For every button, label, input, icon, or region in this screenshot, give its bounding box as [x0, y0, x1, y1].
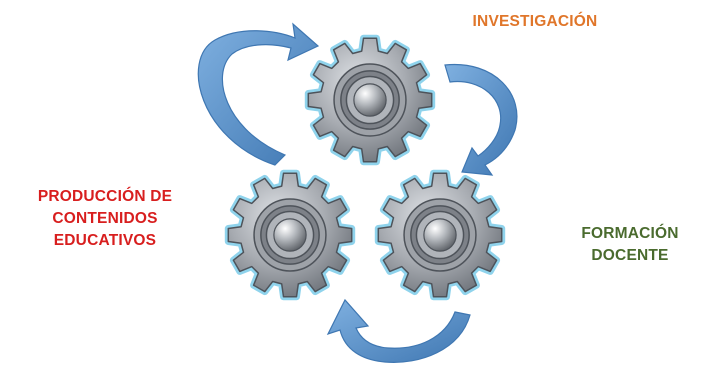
label-produccion-contenidos: PRODUCCIÓN DE CONTENIDOS EDUCATIVOS: [10, 186, 200, 252]
gear-produccion: [224, 169, 356, 301]
cycle-arrow-right: [444, 63, 518, 176]
cycle-arrow-bottom: [326, 298, 471, 363]
label-produccion-line-1: PRODUCCIÓN DE: [37, 188, 173, 205]
label-investigacion-line-1: INVESTIGACIÓN: [472, 13, 598, 30]
label-produccion-line-2: CONTENIDOS: [52, 210, 158, 227]
label-formacion-docente: FORMACIÓN DOCENTE: [555, 223, 703, 267]
label-investigacion: INVESTIGACIÓN: [420, 11, 650, 33]
cycle-arrow-top-left: [197, 22, 320, 166]
label-produccion-line-3: EDUCATIVOS: [53, 232, 157, 249]
label-formacion-line-1: FORMACIÓN: [581, 225, 679, 242]
gear-formacion: [374, 169, 506, 301]
label-formacion-line-2: DOCENTE: [591, 247, 669, 264]
gear-investigacion: [304, 34, 436, 166]
